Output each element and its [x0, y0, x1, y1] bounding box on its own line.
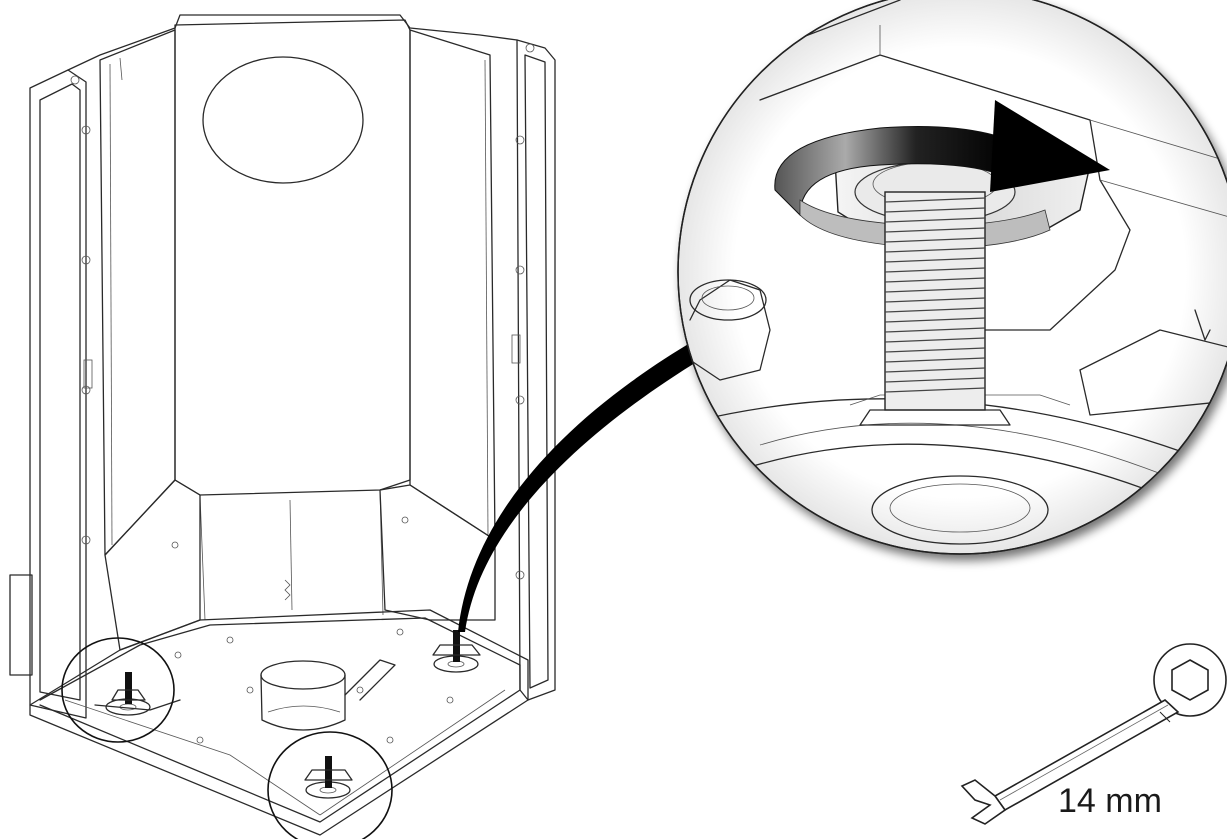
adjustable-foot-front: [304, 756, 353, 799]
callout-circle-left-foot: [61, 637, 175, 743]
wrench-size-label: 14 mm: [1058, 782, 1162, 820]
detail-magnifier-content: [689, 0, 1227, 545]
arrow-head: [990, 100, 1110, 192]
detail-leader: [458, 340, 703, 632]
adjustable-foot-left: [94, 672, 181, 716]
wrench-icon: [960, 643, 1227, 825]
adjustable-foot-right: [432, 630, 481, 673]
bolt-threads: [884, 197, 986, 393]
appliance-frame: [9, 14, 556, 836]
callout-circle-front-foot: [267, 731, 393, 839]
